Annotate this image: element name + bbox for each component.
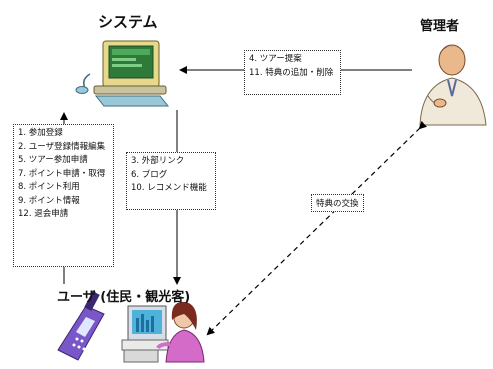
- list-item: 7. ポイント申請・取得: [18, 168, 106, 179]
- admin-person-icon: [419, 44, 487, 126]
- list-item: 2. ユーザ登録情報編集: [18, 141, 106, 152]
- system-functions-box: 3. 外部リンク 6. ブログ 10. レコメンド機能: [126, 152, 216, 210]
- list-item: 12. 退会申請: [18, 209, 69, 219]
- list-item: 6. ブログ: [131, 169, 168, 180]
- computer-icon: [75, 40, 170, 107]
- system-heading: システム: [98, 13, 158, 31]
- list-item: 4. ツアー提案: [249, 54, 302, 64]
- list-item: 3. 外部リンク: [131, 156, 185, 166]
- admin-heading: 管理者: [420, 19, 460, 34]
- list-item: 8. ポイント利用: [18, 182, 80, 192]
- arrow-exchange: [206, 120, 428, 336]
- user-actions-box: 1. 参加登録 2. ユーザ登録情報編集 5. ツアー参加申請 7. ポイント申…: [13, 124, 114, 267]
- list-item: 11. 特典の追加・削除: [249, 67, 334, 78]
- list-item: 5. ツアー参加申請: [18, 155, 88, 165]
- exchange-label: 特典の交換: [311, 194, 364, 212]
- user-person-at-computer-icon: [121, 301, 205, 363]
- list-item: 1. 参加登録: [18, 128, 63, 138]
- list-item: 9. ポイント情報: [18, 195, 80, 206]
- admin-actions-box: 4. ツアー提案 11. 特典の追加・削除: [244, 50, 341, 95]
- list-item: 10. レコメンド機能: [131, 183, 207, 193]
- user-heading: ユーザ (住民・観光客): [57, 290, 191, 305]
- user-phone-icon: [57, 291, 105, 361]
